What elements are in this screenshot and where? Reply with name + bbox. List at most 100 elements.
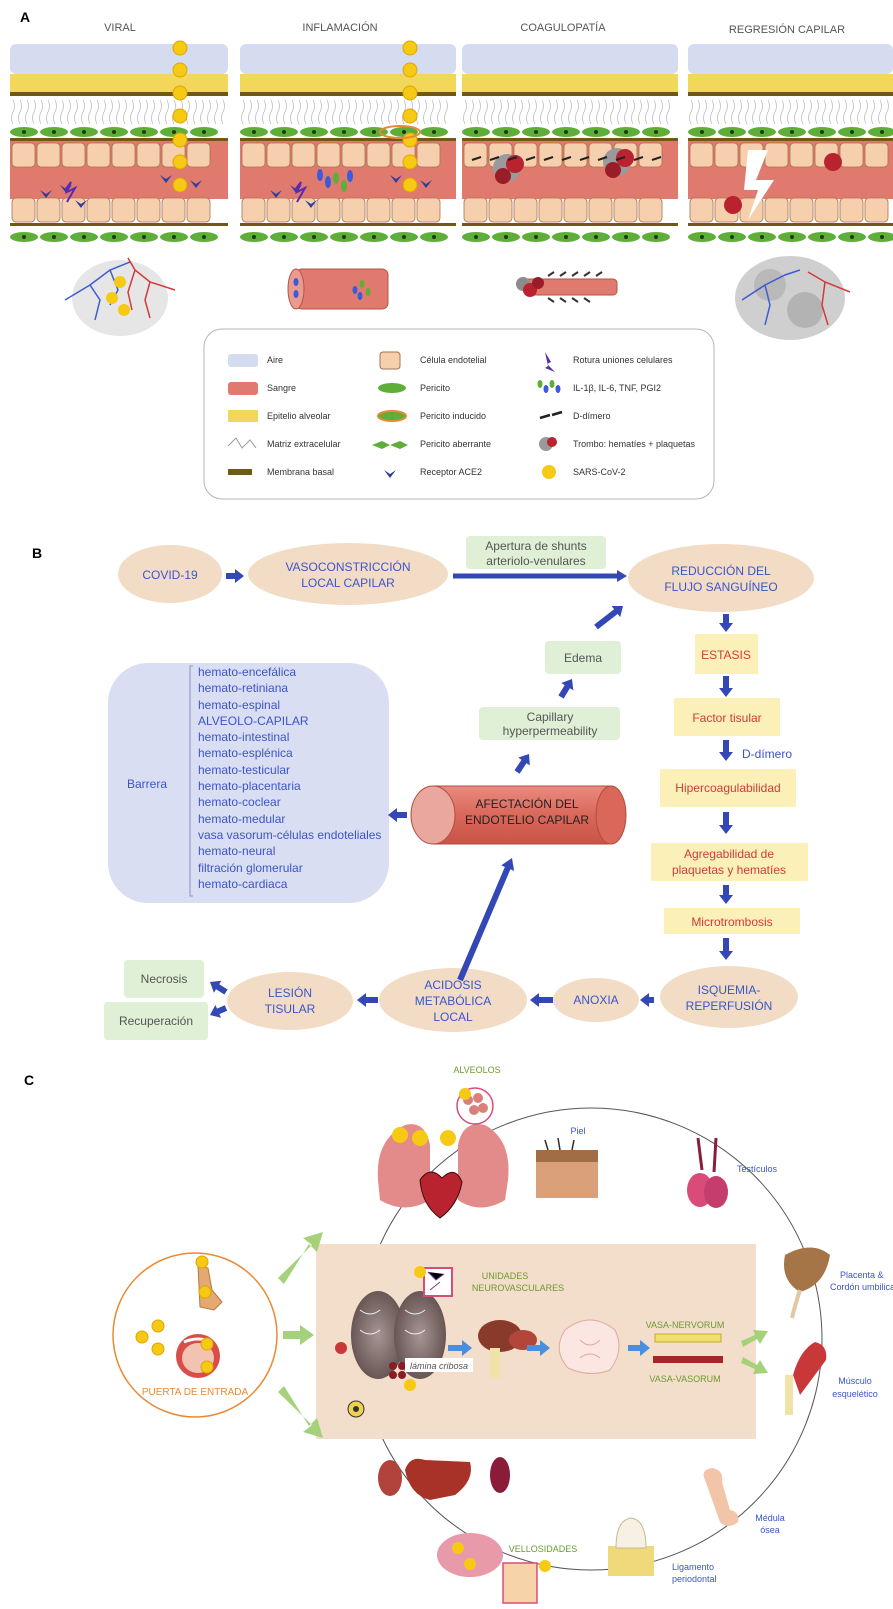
tissue-panel-3: [462, 44, 678, 242]
legend-item-1-5: Membrana basal: [267, 467, 335, 477]
ligamento-label-2: periodontal: [672, 1574, 717, 1584]
vasa-nervorum-label: VASA-NERVORUM: [646, 1320, 725, 1330]
isquemia-label-1: ISQUEMIA-: [698, 983, 761, 997]
spinal-cord-illustration: [558, 1319, 620, 1374]
barrera-label: Barrera: [127, 777, 167, 791]
barrier-item: hemato-medular: [198, 811, 286, 826]
barrier-item: hemato-esplénica: [198, 746, 293, 761]
afectacion-endotelio-cylinder: [410, 785, 627, 845]
barrier-item: vasa vasorum-células endoteliales: [198, 827, 382, 842]
tissue-panel-2: [240, 40, 456, 242]
microtrombosis-node: [664, 908, 800, 934]
capillary-node: [479, 707, 620, 740]
acidosis-label-3: LOCAL: [433, 1010, 473, 1024]
barrier-item: filtración glomerular: [198, 860, 303, 875]
virus-icon: [200, 1360, 214, 1374]
virus-icon: [135, 1330, 149, 1344]
barrier-item: hemato-espinal: [198, 697, 281, 712]
mouth-illustration: [176, 1334, 220, 1378]
legend-box: [203, 328, 715, 500]
barrier-item: hemato-intestinal: [198, 730, 290, 745]
ddimero-label: D-dímero: [742, 747, 792, 761]
unidades-label-1: UNIDADES: [482, 1271, 529, 1281]
panel-a-title-coagulopatia: COAGULOPATÍA: [520, 21, 606, 34]
legend-item-1-3: Epitelio alveolar: [267, 411, 331, 421]
flow-arrow: [388, 808, 407, 822]
hipercoag-node: [660, 769, 796, 807]
estasis-node: [695, 634, 758, 674]
vellosidades-label: VELLOSIDADES: [509, 1544, 578, 1554]
legend-item-2-3: Pericito inducido: [420, 411, 487, 421]
barrier-item: hemato-cardiaca: [198, 876, 288, 891]
isquemia-label-2: REPERFUSIÓN: [686, 998, 773, 1013]
skin-illustration: [536, 1137, 598, 1198]
placenta-label-1: Placenta &: [840, 1270, 884, 1280]
coagulation-vessel-illustration: [516, 271, 618, 303]
virus-icon: [195, 1255, 209, 1269]
vasoconstriccion-label-2: LOCAL CAPILAR: [301, 576, 395, 590]
tooth-illustration: [608, 1517, 654, 1576]
shunts-node: [466, 536, 606, 569]
lungs-heart-illustration: [377, 1124, 509, 1219]
flow-arrow: [719, 812, 733, 834]
capillary-label-2: hyperpermeability: [503, 724, 598, 738]
viral-network-illustration: [64, 257, 176, 336]
afectacion-label-1: AFECTACIÓN DEL: [475, 796, 578, 811]
barrera-box: [108, 663, 389, 903]
virus-icon: [200, 1337, 214, 1351]
legend-item-3-5: SARS-CoV-2: [573, 467, 626, 477]
entry-viruses: [135, 1255, 214, 1374]
necrosis-label: Necrosis: [141, 972, 188, 986]
barrier-item: hemato-neural: [198, 844, 276, 859]
virus-icon: [151, 1342, 165, 1356]
virus-icon: [151, 1319, 165, 1333]
alveolos-label: ALVEOLOS: [453, 1065, 500, 1075]
testicles-illustration: [687, 1137, 728, 1208]
medula-label-2: ósea: [760, 1525, 780, 1535]
legend-swatches: [227, 351, 563, 479]
vasoconstriccion-label-1: VASOCONSTRICCIÓN: [285, 559, 410, 574]
agregabilidad-node: [651, 843, 808, 881]
acidosis-node: [379, 968, 527, 1032]
puerta-label: PUERTA DE ENTRADA: [142, 1387, 249, 1398]
acidosis-label-2: METABÓLICA: [415, 993, 491, 1008]
blue-arrows-c: [448, 1340, 650, 1356]
flow-arrow: [514, 754, 530, 774]
covid-label: COVID-19: [142, 568, 198, 582]
barrier-item: hemato-testicular: [198, 762, 291, 777]
barrier-item: ALVEOLO-CAPILAR: [198, 713, 309, 728]
vasoconstriccion-node: [248, 543, 448, 605]
testiculos-label: Testículos: [737, 1164, 778, 1174]
legend-item-3-2: IL-1β, IL-6, TNF, PGI2: [573, 383, 662, 393]
legend-item-2-1: Célula endotelial: [420, 355, 487, 365]
covid-node: [118, 545, 222, 603]
unidades-label-2: NEUROVASCULARES: [472, 1283, 564, 1293]
musculo-label-1: Músculo: [838, 1376, 872, 1386]
barrier-item: hemato-coclear: [198, 795, 281, 810]
regression-network-illustration: [735, 256, 851, 340]
virus-icon: [198, 1285, 212, 1299]
tissue-panel-4: [688, 44, 893, 242]
green-arrows: [278, 1232, 768, 1438]
lesion-node: [227, 972, 353, 1030]
placenta-label-2: Cordón umbilical: [830, 1282, 893, 1292]
agregabilidad-label-2: plaquetas y hematíes: [672, 863, 786, 877]
lesion-label-1: LESIÓN: [268, 985, 312, 1000]
brain-illustration: [335, 1291, 446, 1418]
necrosis-node: [124, 960, 204, 998]
acidosis-label-1: ACIDOSIS: [424, 978, 481, 992]
barrera-brace: [189, 665, 193, 897]
afectacion-label-2: ENDOTELIO CAPILAR: [465, 813, 589, 827]
flow-arrow: [719, 614, 733, 632]
brainstem-illustration: [478, 1320, 537, 1378]
flow-arrow: [594, 606, 623, 630]
inflammation-vessel-illustration: [287, 268, 389, 310]
legend-item-2-4: Pericito aberrante: [420, 439, 492, 449]
alveolos-illustration: [456, 1087, 494, 1125]
panel-a-letter: A: [20, 9, 30, 25]
flow-arrow: [457, 858, 515, 982]
panel-c-letter: C: [24, 1072, 34, 1088]
agregabilidad-label-1: Agregabilidad de: [684, 847, 774, 861]
flow-arrow: [719, 740, 733, 761]
